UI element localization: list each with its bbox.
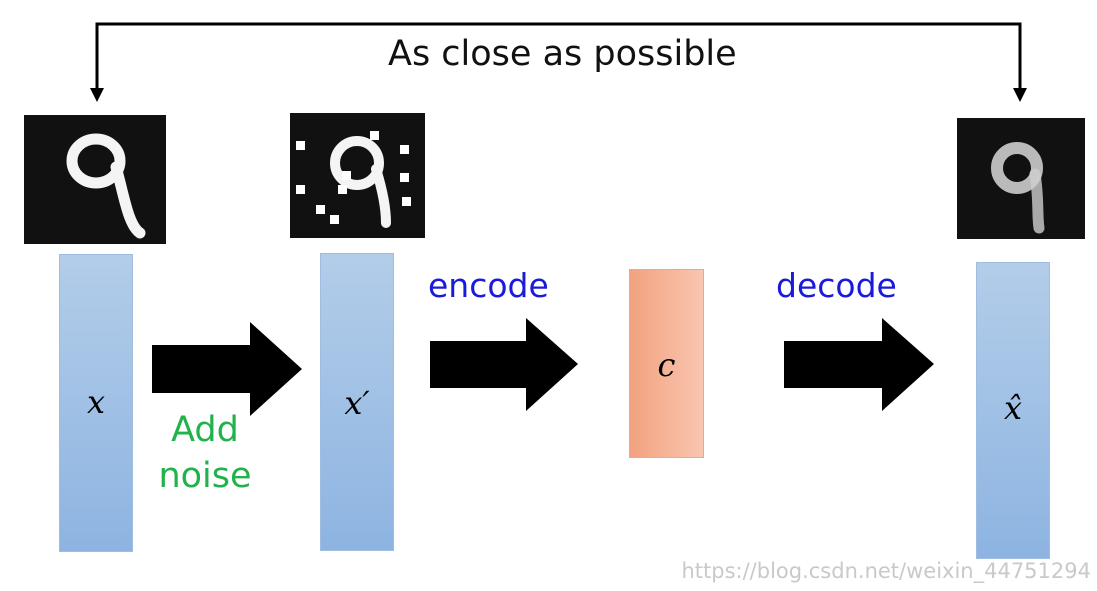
noisy-vector-bar: x′	[320, 253, 394, 551]
add-noise-label: Add noise	[150, 408, 260, 499]
add-noise-line2: noise	[158, 455, 252, 496]
noisy-digit-image	[290, 113, 425, 238]
noisy-symbol: x′	[344, 384, 370, 422]
add-noise-line1: Add	[171, 410, 239, 450]
arrow-decode	[784, 318, 934, 411]
watermark-text: https://blog.csdn.net/weixin_44751294	[681, 559, 1091, 583]
arrow-encode	[430, 318, 578, 411]
digit-nine-blurry-glyph	[991, 142, 1045, 234]
input-vector-bar: x	[59, 254, 133, 552]
arrow-add-noise	[152, 322, 302, 416]
reconstructed-digit-image	[957, 118, 1085, 239]
code-symbol: c	[657, 346, 676, 384]
encode-label: encode	[428, 266, 549, 305]
diagram-title: As close as possible	[388, 34, 737, 74]
feedback-arrowhead-left	[90, 88, 104, 102]
input-digit-image	[24, 115, 166, 244]
input-symbol: x	[86, 383, 106, 421]
decode-label: decode	[776, 266, 897, 305]
output-vector-bar: x̂	[976, 262, 1050, 559]
digit-nine-noisy-glyph	[296, 131, 411, 228]
feedback-line	[95, 22, 1022, 90]
code-vector-bar: c	[629, 269, 704, 458]
output-symbol: x̂	[1003, 389, 1023, 427]
feedback-arrowhead-right	[1013, 88, 1027, 102]
digit-nine-glyph	[66, 133, 146, 239]
